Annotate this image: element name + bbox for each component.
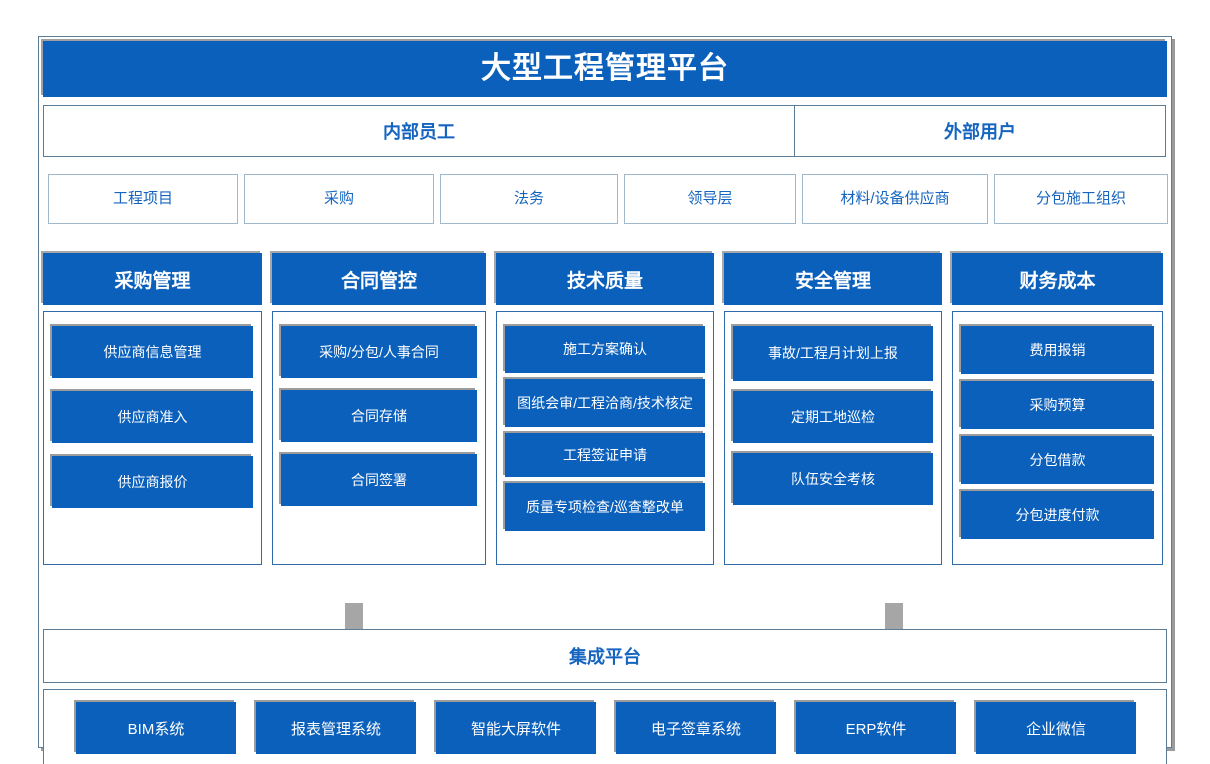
role-tab-label: 领导层 xyxy=(687,190,733,208)
module-item-button[interactable]: 分包进度付款 xyxy=(961,491,1154,539)
role-tabs-row: 工程项目 采购 法务 领导层 材料/设备供应商 分包施工组织 xyxy=(43,169,1168,225)
integration-platform-bar: 集成平台 xyxy=(43,629,1167,683)
role-tab[interactable]: 采购 xyxy=(244,174,434,224)
system-button-label: BIM系统 xyxy=(127,720,185,738)
module-body: 事故/工程月计划上报定期工地巡检队伍安全考核 xyxy=(724,311,942,565)
page-title: 大型工程管理平台 xyxy=(481,52,729,85)
module-item-label: 事故/工程月计划上报 xyxy=(768,345,898,362)
module-body: 费用报销采购预算分包借款分包进度付款 xyxy=(952,311,1163,565)
audience-internal-cell: 内部员工 xyxy=(43,105,795,157)
module-item-button[interactable]: 供应商准入 xyxy=(52,391,253,443)
module-item-button[interactable]: 费用报销 xyxy=(961,326,1154,374)
module-item-label: 施工方案确认 xyxy=(563,341,647,358)
role-tab[interactable]: 材料/设备供应商 xyxy=(802,174,988,224)
module-column: 技术质量施工方案确认图纸会审/工程洽商/技术核定工程签证申请质量专项检查/巡查整… xyxy=(496,253,714,565)
platform-title-bar: 大型工程管理平台 xyxy=(43,41,1167,97)
module-column: 采购管理供应商信息管理供应商准入供应商报价 xyxy=(43,253,262,565)
module-item-button[interactable]: 供应商信息管理 xyxy=(52,326,253,378)
module-item-button[interactable]: 队伍安全考核 xyxy=(733,453,933,505)
module-item-label: 合同签署 xyxy=(351,471,407,488)
module-header[interactable]: 安全管理 xyxy=(724,253,942,305)
module-item-button[interactable]: 质量专项检查/巡查整改单 xyxy=(505,483,705,531)
system-button-label: 电子签章系统 xyxy=(650,720,741,738)
system-button[interactable]: 企业微信 xyxy=(976,702,1136,754)
arrow-shaft xyxy=(885,603,903,629)
system-button[interactable]: BIM系统 xyxy=(76,702,236,754)
module-column: 财务成本费用报销采购预算分包借款分包进度付款 xyxy=(952,253,1163,565)
role-tab[interactable]: 法务 xyxy=(440,174,618,224)
module-header[interactable]: 采购管理 xyxy=(43,253,262,305)
module-item-label: 采购/分包/人事合同 xyxy=(319,343,439,360)
module-item-button[interactable]: 采购/分包/人事合同 xyxy=(281,326,477,378)
diagram-frame: 大型工程管理平台 内部员工 外部用户 工程项目采购法务领导层材料/设备供应商分包… xyxy=(38,36,1172,764)
module-item-button[interactable]: 合同签署 xyxy=(281,454,477,506)
system-button[interactable]: ERP软件 xyxy=(796,702,956,754)
systems-bar: BIM系统 报表管理系统 智能大屏软件 电子签章系统 ERP软件 企业微信 xyxy=(43,689,1167,764)
module-item-button[interactable]: 合同存储 xyxy=(281,390,477,442)
role-tab-label: 分包施工组织 xyxy=(1035,190,1126,208)
arrow-shaft xyxy=(345,603,363,629)
module-item-label: 分包进度付款 xyxy=(1015,506,1100,523)
module-item-label: 工程签证申请 xyxy=(563,446,647,463)
module-item-label: 图纸会审/工程洽商/技术核定 xyxy=(517,394,693,411)
module-item-label: 采购预算 xyxy=(1029,396,1086,413)
module-header[interactable]: 技术质量 xyxy=(496,253,714,305)
module-header-label: 财务成本 xyxy=(1019,270,1096,292)
module-item-button[interactable]: 工程签证申请 xyxy=(505,433,705,477)
module-header-label: 合同管控 xyxy=(340,270,417,292)
module-item-button[interactable]: 定期工地巡检 xyxy=(733,391,933,443)
module-header-label: 安全管理 xyxy=(794,270,871,292)
role-tab[interactable]: 领导层 xyxy=(624,174,796,224)
module-header[interactable]: 财务成本 xyxy=(952,253,1163,305)
module-header[interactable]: 合同管控 xyxy=(272,253,486,305)
system-button-label: 智能大屏软件 xyxy=(470,720,561,738)
role-tab-label: 采购 xyxy=(323,190,354,208)
module-item-label: 合同存储 xyxy=(351,407,407,424)
system-button[interactable]: 电子签章系统 xyxy=(616,702,776,754)
system-button-label: 报表管理系统 xyxy=(290,720,381,738)
integration-platform-label: 集成平台 xyxy=(569,647,641,667)
audience-band: 内部员工 外部用户 xyxy=(43,105,1167,157)
module-column: 安全管理事故/工程月计划上报定期工地巡检队伍安全考核 xyxy=(724,253,942,565)
module-item-button[interactable]: 分包借款 xyxy=(961,436,1154,484)
module-item-label: 定期工地巡检 xyxy=(791,408,875,425)
audience-external-cell: 外部用户 xyxy=(794,105,1166,157)
module-body: 供应商信息管理供应商准入供应商报价 xyxy=(43,311,262,565)
module-column: 合同管控采购/分包/人事合同合同存储合同签署 xyxy=(272,253,486,565)
module-item-label: 供应商信息管理 xyxy=(103,343,202,360)
role-tab[interactable]: 分包施工组织 xyxy=(994,174,1168,224)
audience-external-label: 外部用户 xyxy=(944,122,1016,142)
module-item-label: 队伍安全考核 xyxy=(791,470,875,487)
module-item-label: 供应商报价 xyxy=(117,473,188,490)
module-header-label: 技术质量 xyxy=(566,270,643,292)
module-item-button[interactable]: 供应商报价 xyxy=(52,456,253,508)
system-button-label: ERP软件 xyxy=(845,720,907,738)
module-item-label: 供应商准入 xyxy=(117,408,188,425)
audience-internal-label: 内部员工 xyxy=(383,122,455,142)
system-button[interactable]: 报表管理系统 xyxy=(256,702,416,754)
role-tab-label: 法务 xyxy=(513,190,544,208)
role-tab[interactable]: 工程项目 xyxy=(48,174,238,224)
role-tab-label: 材料/设备供应商 xyxy=(840,190,950,208)
module-body: 施工方案确认图纸会审/工程洽商/技术核定工程签证申请质量专项检查/巡查整改单 xyxy=(496,311,714,565)
module-body: 采购/分包/人事合同合同存储合同签署 xyxy=(272,311,486,565)
system-button-label: 企业微信 xyxy=(1025,720,1086,738)
module-item-label: 质量专项检查/巡查整改单 xyxy=(526,498,684,515)
role-tab-label: 工程项目 xyxy=(112,190,173,208)
module-item-label: 分包借款 xyxy=(1029,451,1086,468)
module-item-button[interactable]: 事故/工程月计划上报 xyxy=(733,326,933,381)
module-item-button[interactable]: 采购预算 xyxy=(961,381,1154,429)
system-button[interactable]: 智能大屏软件 xyxy=(436,702,596,754)
module-item-button[interactable]: 施工方案确认 xyxy=(505,326,705,373)
module-item-label: 费用报销 xyxy=(1029,341,1086,358)
module-header-label: 采购管理 xyxy=(114,270,191,292)
module-item-button[interactable]: 图纸会审/工程洽商/技术核定 xyxy=(505,379,705,427)
